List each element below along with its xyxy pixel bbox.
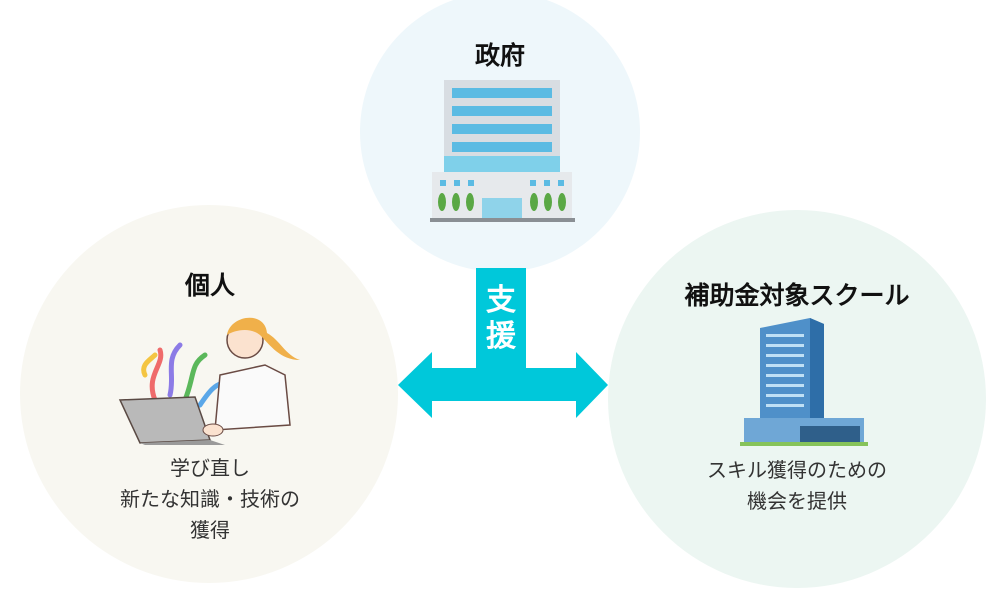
government-title: 政府	[474, 41, 525, 70]
support-label-line1: 支	[486, 283, 516, 318]
individual-desc-line: 新たな知識・技術の	[120, 487, 300, 511]
school-title: 補助金対象スクール	[684, 281, 910, 310]
individual-description: 学び直し 新たな知識・技術の 獲得	[60, 453, 360, 546]
person-laptop-illustration	[118, 317, 300, 445]
government-building-icon	[430, 80, 575, 222]
support-label-line2: 援	[486, 319, 516, 354]
school-desc-line: スキル獲得のための	[707, 458, 887, 482]
individual-desc-line: 獲得	[190, 518, 230, 542]
individual-title: 個人	[184, 271, 235, 300]
school-desc-line: 機会を提供	[747, 489, 847, 513]
school-description: スキル獲得のための 機会を提供	[647, 455, 947, 517]
office-building-icon	[740, 318, 868, 446]
support-label: 支 援	[476, 283, 526, 355]
individual-desc-line: 学び直し	[170, 456, 250, 480]
support-arrow	[398, 268, 608, 418]
